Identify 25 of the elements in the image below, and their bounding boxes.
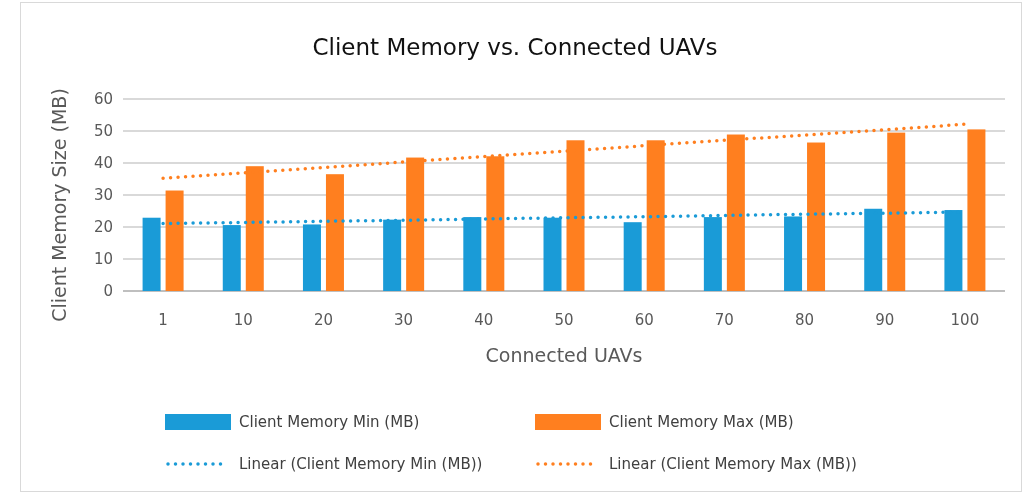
- x-tick-label: 70: [714, 311, 734, 329]
- x-tick-label: 20: [313, 311, 333, 329]
- x-tick-label: 80: [795, 311, 815, 329]
- legend-label: Client Memory Min (MB): [239, 413, 420, 431]
- y-axis-title: Client Memory Size (MB): [48, 88, 70, 322]
- y-tick-label: 0: [103, 282, 113, 300]
- y-tick-label: 10: [93, 250, 113, 268]
- legend-label: Client Memory Max (MB): [609, 413, 794, 431]
- x-tick-label: 10: [233, 311, 253, 329]
- y-tick-label: 40: [93, 154, 113, 172]
- x-tick-label: 100: [950, 311, 980, 329]
- x-tick-label: 60: [634, 311, 654, 329]
- x-tick-label: 30: [394, 311, 414, 329]
- y-tick-label: 20: [93, 218, 113, 236]
- y-tick-label: 60: [93, 90, 113, 108]
- x-tick-label: 50: [554, 311, 574, 329]
- legend-label: Linear (Client Memory Max (MB)): [609, 455, 857, 473]
- x-tick-label: 40: [474, 311, 494, 329]
- x-axis-title: Connected UAVs: [485, 344, 643, 366]
- x-tick-label: 90: [875, 311, 895, 329]
- x-tick-label: 1: [158, 311, 168, 329]
- chart-title: Client Memory vs. Connected UAVs: [312, 34, 718, 60]
- legend-label: Linear (Client Memory Min (MB)): [239, 455, 483, 473]
- y-tick-label: 50: [93, 122, 113, 140]
- y-tick-label: 30: [93, 186, 113, 204]
